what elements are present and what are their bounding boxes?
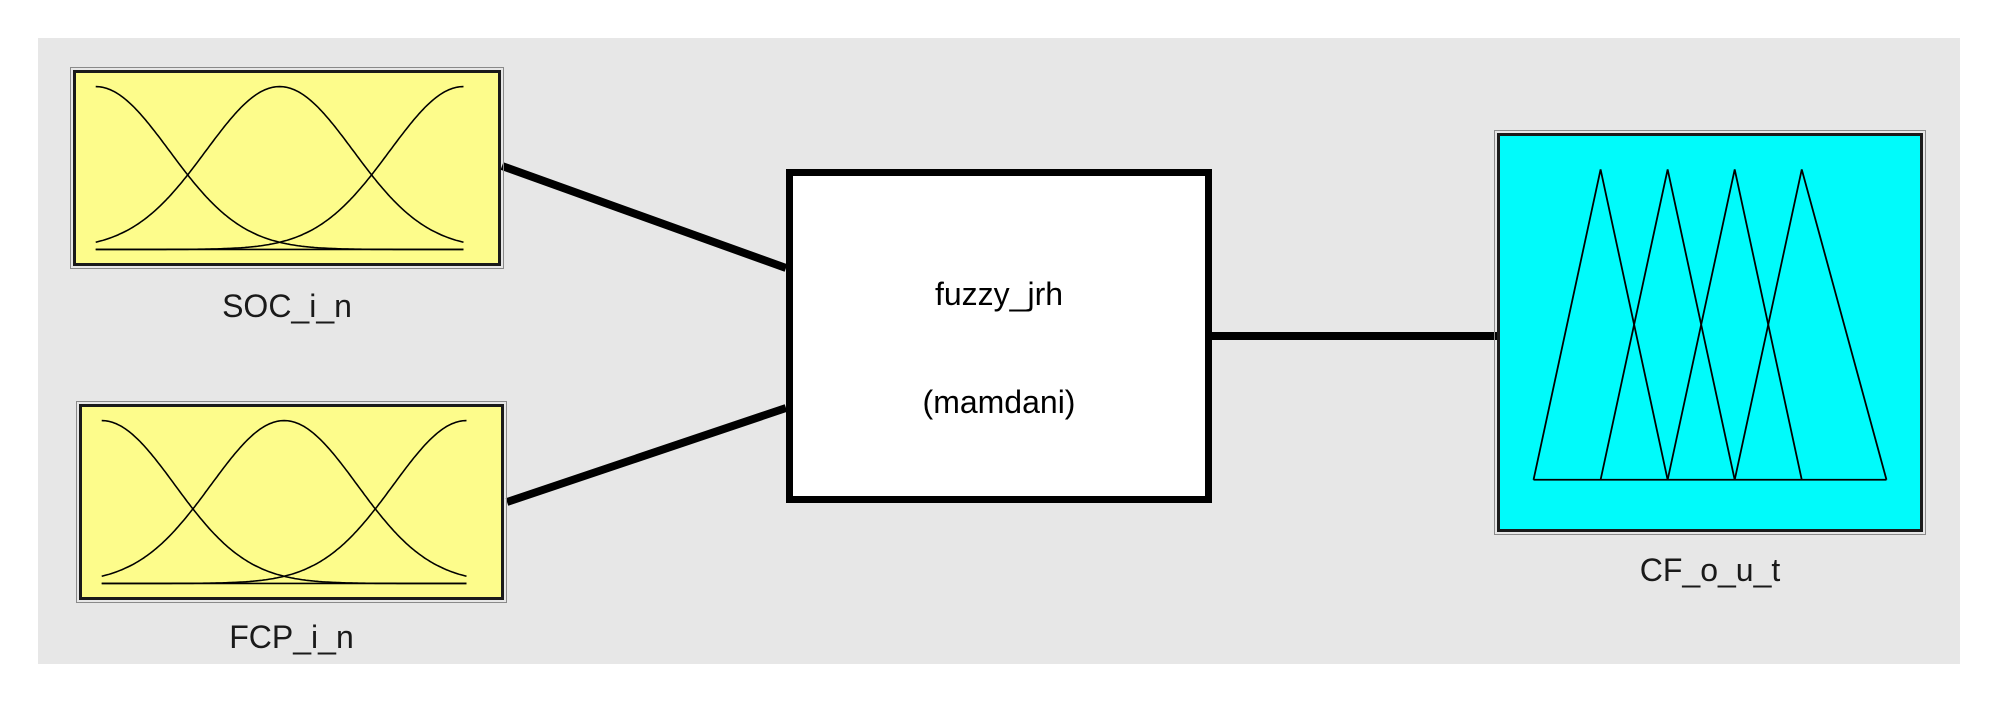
gaussian-mf-curve [95, 85, 464, 244]
triangular-mf-2 [1599, 169, 1736, 480]
input-variable-soc[interactable] [70, 67, 504, 269]
gaussian-mf-curve [95, 85, 464, 251]
system-name: fuzzy_jrh [934, 276, 1064, 312]
wire-fcp-to-system [505, 404, 788, 506]
system-type: (mamdani) [922, 384, 1076, 420]
gaussian-mf-curve [95, 85, 464, 251]
input-variable-fcp[interactable] [76, 401, 507, 603]
input-label-soc: SOC_i_n [222, 288, 352, 324]
output-variable-cf[interactable] [1494, 130, 1926, 535]
output-label-cf: CF_o_u_t [1639, 552, 1781, 588]
fis-system-block[interactable]: fuzzy_jrh (mamdani) [786, 169, 1212, 503]
gaussian-mf-curve [101, 419, 467, 585]
triangular-mf-3 [1666, 169, 1803, 480]
gaussian-mf-curve [101, 419, 467, 578]
triangular-mf-1 [1532, 169, 1669, 480]
gaussian-membership-plot [95, 85, 464, 251]
wire-soc-to-system [500, 162, 788, 272]
input-label-fcp: FCP_i_n [229, 619, 354, 655]
gaussian-mf-curve [101, 419, 467, 585]
triangular-membership-plot [1532, 169, 1888, 481]
gaussian-membership-plot [101, 419, 467, 585]
triangular-mf-4 [1733, 169, 1888, 480]
